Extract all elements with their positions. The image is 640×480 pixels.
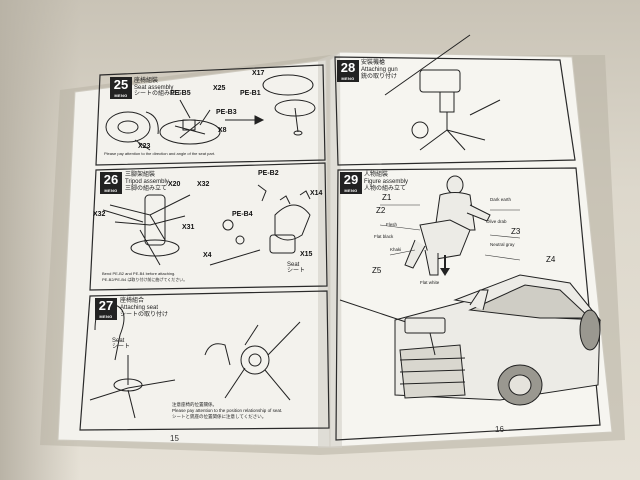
step-28-title-cn: 安裝機槍 [361,60,386,66]
part-label: PE-B2 [258,170,279,177]
step-28-title-en: Attaching gun [361,67,398,73]
part-label: X31 [182,224,195,231]
part-label: Z2 [376,206,386,215]
step-27-badge: 27 MENG [95,298,117,320]
part-label: Z3 [511,227,521,236]
color-callout: Olive drab [486,219,507,224]
step-29-badge: 29 MENG [340,172,362,194]
step-26-note-2: PE-B2/PE-B4 は取り付け前に曲げてください。 [102,277,188,282]
step-28-badge: 28 MENG [337,60,359,82]
part-label: Z1 [382,193,392,202]
part-label: X25 [213,85,226,92]
part-label: PE-B4 [232,211,253,218]
step-26-note-1: Bend PE-B2 and PE-B4 before attaching. [102,271,176,276]
brand-label: MENG [99,314,113,319]
step-27-note-cn: 注意座椅的位置關係。 [172,402,217,407]
step-27-title-en: Attaching seat [120,305,159,311]
part-label: Z5 [372,266,382,275]
step-26-title-cn: 三腳架組裝 [125,172,156,178]
step-25-badge: 25 MENG [110,77,132,99]
step-25-title-cn: 座椅組裝 [134,78,159,84]
step-26-title-jp: 三脚の組み立て [125,186,168,192]
step-number: 28 [340,60,356,75]
part-label: PE-B5 [170,90,191,97]
seat-label-en: Seat [112,338,125,344]
page-number-right: 16 [495,425,504,434]
step-29-title-jp: 人物の組み立て [364,186,407,192]
seat-label-en: Seat [287,262,300,268]
part-label: X8 [218,127,227,134]
step-26-title-en: Tripod assembly [125,179,169,185]
step25-drawing [105,74,316,151]
seat-label-jp: シート [112,344,131,350]
step-25-title-en: Seat assembly [134,85,174,91]
part-label: X15 [300,251,313,258]
part-label: X32 [93,211,106,218]
step26-drawing [102,184,311,266]
part-label: X20 [168,181,181,188]
color-callout: Flesh [386,222,398,227]
step-26-badge: 26 MENG [100,172,122,194]
panel-step-27 [79,290,330,431]
step29-labels-lines [379,204,521,261]
step-25-note: Please pay attention to the direction an… [104,151,216,156]
part-label: X4 [203,252,212,259]
step29-figure [404,175,491,276]
panel-step-26 [89,162,328,291]
panel-step-25 [95,64,326,166]
color-callout: Khaki [390,247,402,252]
seat-label-jp: シート [287,268,306,274]
part-label: X14 [310,190,323,197]
brand-label: MENG [114,93,128,98]
part-label: PE-B3 [216,109,237,116]
step-number: 29 [343,172,359,187]
step-29-title-cn: 人物組裝 [364,172,389,178]
part-label: X32 [197,181,210,188]
panel-step-29 [335,167,601,441]
color-callout: Flat black [374,234,394,239]
step-27-title-cn: 座椅組合 [120,298,145,304]
step29-arrow-head [440,268,450,276]
panel-step-28 [334,56,576,166]
step-number: 26 [103,172,119,187]
color-callout: Flat white [420,280,440,285]
step-29-title-en: Figure assembly [364,179,409,185]
brand-label: MENG [104,188,118,193]
part-label: X23 [138,143,151,150]
part-label: Z4 [546,255,556,264]
brand-label: MENG [341,76,355,81]
color-callout: Dark earth [490,197,512,202]
part-label: PE-B1 [240,90,261,97]
spine-shadow [318,52,342,448]
step28-drawing [384,34,501,151]
brand-label: MENG [344,188,358,193]
step-28-title-jp: 銃の取り付け [361,74,398,80]
step-25-title-jp: シートの組み立て [134,91,183,97]
step-27-note-en: Please pay attention to the position rel… [172,408,283,413]
part-label: X17 [252,70,265,77]
step-27-note-jp: シートと銃座の位置関係に注意してください。 [172,414,267,419]
color-callout: Neutral gray [490,242,515,247]
pickup-truck-drawing [339,274,602,406]
step-number: 25 [113,77,129,92]
page-number-left: 15 [170,434,179,443]
step-27-title-jp: シートの取り付け [120,312,169,318]
step-number: 27 [98,298,114,313]
